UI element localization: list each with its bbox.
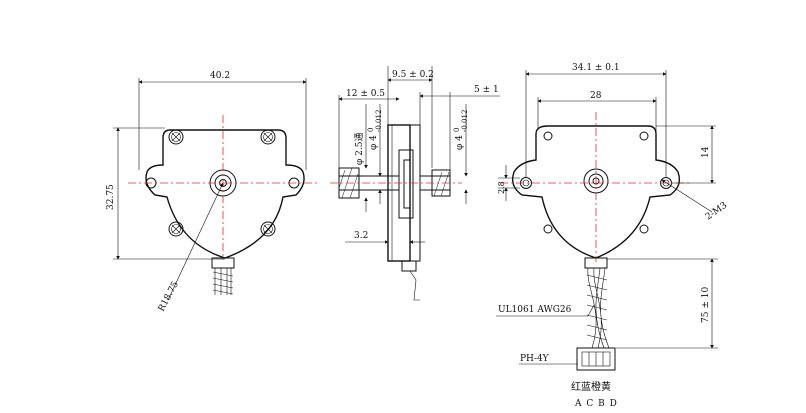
rear-width-label: 34.1 ± 0.1 — [572, 63, 620, 73]
rear-hole-spacing-label: 28 — [590, 91, 602, 101]
side-view: 9.5 ± 0.2 12 ± 0.5 5 ± 1 φ 2.5通 φ 4 0 -0… — [330, 66, 500, 301]
front-screw-tl — [168, 129, 184, 145]
side-tol-upper-left: 0 — [367, 128, 375, 132]
front-screw-br — [260, 221, 276, 237]
side-tol-lower-left: -0.012 — [375, 110, 383, 132]
side-dia-shaft-right-label: φ 4 — [455, 135, 465, 150]
rear-wire-colors: 红蓝橙黄 — [571, 380, 611, 393]
side-shaft-length-label: 12 ± 0.5 — [346, 89, 385, 99]
front-view: 40.2 32.75 R18.75 — [106, 71, 318, 313]
rear-cable-spec-label: UL1061 AWG26 — [498, 305, 572, 315]
front-width-label: 40.2 — [210, 71, 230, 81]
side-gap-label: 3.2 — [354, 231, 368, 241]
side-tol-lower-right: -0.012 — [461, 110, 469, 132]
side-total-label: 9.5 ± 0.2 — [392, 70, 434, 80]
side-tol-upper-right: 0 — [453, 128, 461, 132]
rear-connector-label: PH-4Y — [520, 354, 550, 364]
side-boss-label: 5 ± 1 — [474, 85, 499, 95]
front-screw-bl — [168, 221, 184, 237]
side-dia-through-label: φ 2.5通 — [354, 133, 365, 165]
side-dia-shaft-left-label: φ 4 — [369, 135, 379, 150]
front-height-label: 32.75 — [106, 184, 116, 210]
rear-view: 34.1 ± 0.1 28 14 2.8 2-M3 75 ± 10 UL1061… — [496, 63, 729, 409]
front-body-outline — [145, 129, 305, 259]
rear-offset-label: 14 — [701, 146, 711, 158]
rear-cable-length-label: 75 ± 10 — [701, 287, 711, 323]
front-radius-label: R18.75 — [157, 280, 181, 314]
rear-step-label: 2.8 — [497, 181, 506, 194]
rear-pin-letters: A C B D — [574, 399, 618, 409]
rear-holes-label: 2-M3 — [704, 201, 729, 223]
front-screw-tr — [260, 129, 276, 145]
